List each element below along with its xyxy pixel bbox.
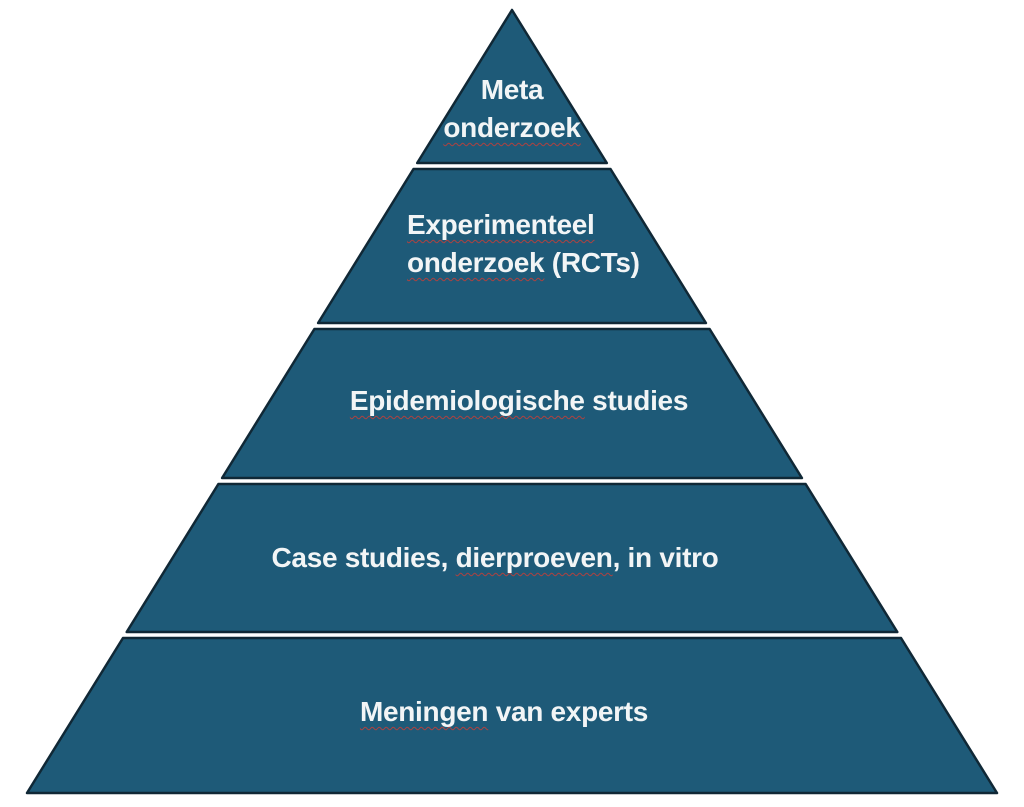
level-4-label: Case studies, dierproeven, in vitro (272, 539, 719, 577)
misspelled-word: dierproeven (455, 542, 613, 573)
label-text-segment: Case studies, (271, 542, 456, 573)
level-5-label: Meningen van experts (360, 693, 648, 731)
level-2-label: Experimenteel onderzoek (RCTs) (407, 206, 640, 282)
misspelled-word: Meningen (359, 696, 489, 727)
level-2-line-2: onderzoek (RCTs) (407, 244, 640, 282)
level-3-label: Epidemiologische studies (349, 382, 689, 420)
pyramid-level-5-shape (25, 636, 999, 795)
misspelled-word: Experimenteel (407, 209, 595, 240)
label-text-segment: van experts (488, 696, 649, 727)
pyramid-level-1-shape (415, 8, 609, 165)
level-3-line-1: Epidemiologische studies (349, 382, 689, 420)
level-5-line-1: Meningen van experts (360, 693, 648, 731)
level-1-line-1: Meta (443, 71, 580, 109)
misspelled-word: onderzoek (443, 112, 581, 143)
pyramid-level-2-shape (316, 167, 708, 325)
pyramid-level-3-shape (220, 327, 804, 480)
label-text-segment: studies (584, 385, 689, 416)
label-text-segment: , in vitro (612, 542, 719, 573)
misspelled-word: Epidemiologische (349, 385, 585, 416)
level-1-label: Meta onderzoek (443, 71, 581, 147)
level-4-line-1: Case studies, dierproeven, in vitro (272, 539, 719, 577)
level-2-line-1: Experimenteel (407, 206, 640, 244)
pyramid-level-4-shape (125, 482, 899, 634)
level-1-line-2: onderzoek (443, 109, 581, 147)
misspelled-word: onderzoek (407, 247, 545, 278)
label-text-segment: (RCTs) (544, 247, 640, 278)
label-text-segment: Meta (480, 74, 544, 105)
